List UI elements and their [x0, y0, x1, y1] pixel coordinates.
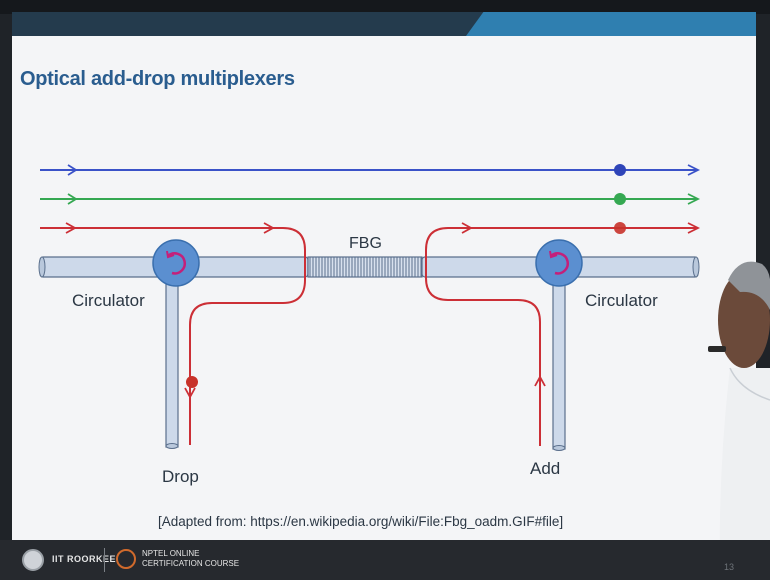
red-signal-dot — [614, 222, 626, 234]
add-fiber-end — [552, 445, 566, 451]
footer-bar: IIT ROORKEE NPTEL ONLINE CERTIFICATION C… — [0, 540, 770, 580]
red-arrow-1 — [65, 222, 77, 234]
red-arrow-3 — [461, 222, 473, 234]
footer-divider — [104, 548, 105, 572]
green-signal-dot — [614, 193, 626, 205]
circulator-left-arrow-icon — [167, 252, 186, 275]
circulator-right-arrowhead-icon — [549, 250, 558, 259]
course-line-2: CERTIFICATION COURSE — [142, 559, 240, 568]
nptel-logo-icon — [116, 549, 136, 569]
red-arrow-drop — [184, 387, 196, 399]
slide-header-bar — [12, 12, 756, 36]
circulator-left-arrowhead-icon — [166, 250, 175, 259]
circulator-right-arrow-icon — [550, 252, 569, 275]
course-name: NPTEL ONLINE CERTIFICATION COURSE — [142, 549, 239, 569]
add-fiber — [552, 276, 566, 450]
blue-arrow-left — [67, 164, 78, 176]
course-line-1: NPTEL ONLINE — [142, 549, 200, 558]
source-citation: [Adapted from: https://en.wikipedia.org/… — [158, 514, 563, 529]
drop-fiber-end — [165, 443, 179, 449]
fbg-label: FBG — [349, 235, 382, 252]
blue-arrow-right — [687, 164, 701, 176]
add-label: Add — [530, 459, 560, 478]
red-arrow-add — [534, 375, 546, 387]
circulator-right — [535, 239, 583, 287]
red-arrow-2 — [263, 222, 275, 234]
header-accent — [466, 12, 756, 36]
red-drop-dot — [186, 376, 198, 388]
red-add-path — [425, 227, 698, 446]
blue-signal-dot — [614, 164, 626, 176]
circulator-left-label: Circulator — [72, 291, 145, 310]
presenter-image — [708, 261, 770, 580]
fbg-grating — [307, 256, 423, 278]
green-arrow-right — [687, 193, 701, 205]
fiber-left-end — [38, 256, 46, 278]
top-band — [0, 0, 770, 14]
institute-name: IIT ROORKEE — [52, 554, 117, 564]
drop-label: Drop — [162, 467, 199, 486]
circulator-right-label: Circulator — [585, 291, 658, 310]
drop-fiber — [165, 276, 179, 448]
iit-roorkee-logo-icon — [22, 549, 44, 571]
page-number: 13 — [724, 562, 735, 572]
fiber-right-end — [692, 256, 700, 278]
green-arrow-left — [67, 193, 78, 205]
red-arrow-right — [687, 222, 701, 234]
red-drop-path — [40, 227, 306, 445]
circulator-left — [152, 239, 200, 287]
slide-title: Optical add-drop multiplexers — [20, 68, 295, 90]
